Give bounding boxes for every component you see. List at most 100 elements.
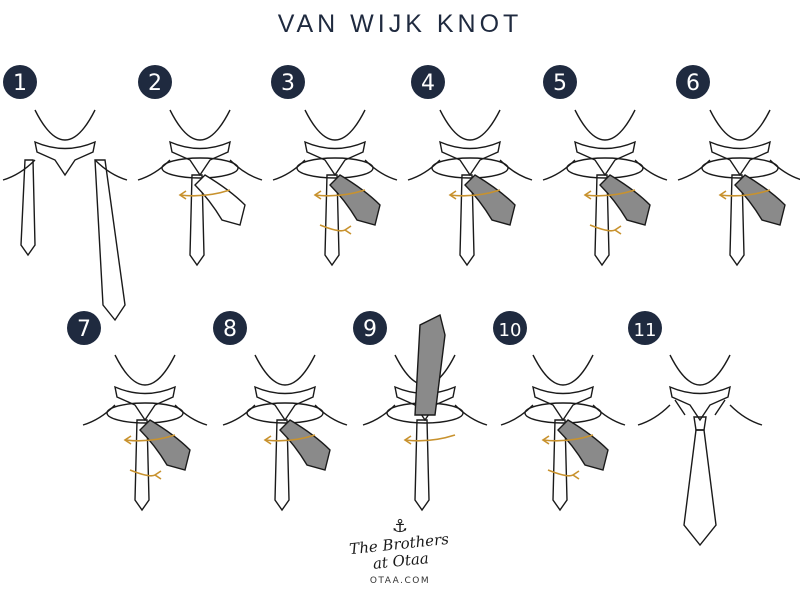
brand-logo: ⚓ The Brothers at Otaa OTAA.COM — [329, 516, 472, 587]
step-number: 8 — [223, 317, 237, 342]
arrow-head-icon — [541, 435, 550, 445]
arrow-head-icon — [448, 190, 457, 200]
brand-name: The Brothers at Otaa — [329, 529, 472, 577]
step-11: 11 — [628, 311, 763, 547]
tie-narrow-end — [274, 419, 290, 512]
tie-wide-end — [414, 313, 446, 416]
tie-loop — [566, 157, 644, 179]
tie-loop — [701, 157, 779, 179]
arrow-head-icon — [583, 190, 592, 200]
direction-arrow — [584, 189, 636, 197]
step-1: 1 — [2, 65, 128, 322]
tie-narrow-end — [594, 174, 610, 267]
neck-outline — [34, 109, 96, 141]
arrow-head-icon — [313, 190, 322, 200]
neck-outline — [254, 354, 316, 386]
shoulders — [677, 159, 800, 181]
direction-arrow — [449, 189, 501, 197]
tie-narrow-end — [134, 419, 150, 512]
direction-arrow — [542, 434, 594, 442]
step-7: 7 — [67, 311, 208, 512]
shirt-collar — [114, 385, 176, 422]
step-number: 4 — [421, 71, 435, 96]
tie-narrow-end — [189, 174, 205, 267]
step-2: 2 — [137, 65, 263, 267]
anchor-icon: ⚓ — [391, 516, 409, 537]
neck-outline — [709, 109, 771, 141]
shirt-collar — [304, 140, 366, 177]
tie-wide-end — [94, 159, 126, 322]
tie-blade — [683, 429, 717, 547]
arrow-head-icon — [153, 470, 162, 480]
tie-loop — [431, 157, 509, 179]
direction-arrow — [124, 434, 176, 442]
step-number: 1 — [13, 71, 27, 96]
step-number: 7 — [77, 317, 91, 342]
step-10: 10 — [493, 311, 626, 512]
step-number: 3 — [281, 71, 295, 96]
neck-outline — [532, 354, 594, 386]
step-number: 9 — [363, 317, 377, 342]
step-9: 9 — [353, 311, 488, 512]
direction-arrow — [589, 224, 616, 232]
step-number: 10 — [499, 320, 522, 341]
tie-loop — [524, 402, 602, 424]
neck-outline — [439, 109, 501, 141]
arrow-head-icon — [571, 470, 580, 480]
shirt-collar — [669, 385, 731, 422]
shoulders — [542, 159, 668, 181]
direction-arrow — [264, 434, 316, 442]
step-number-badge — [676, 65, 710, 99]
brand-url: OTAA.COM — [369, 576, 431, 586]
step-8: 8 — [213, 311, 348, 512]
shoulders — [500, 404, 626, 426]
tie-wide-end — [464, 174, 516, 226]
tie-narrow-end — [552, 419, 568, 512]
shoulders — [272, 159, 398, 181]
direction-arrow — [319, 224, 346, 232]
arrow-head-icon — [178, 190, 187, 200]
arrow-head-icon — [403, 435, 412, 445]
step-number: 11 — [634, 320, 657, 341]
direction-arrow — [179, 189, 231, 197]
tie-wide-end — [194, 174, 246, 226]
shoulders — [82, 404, 208, 426]
tie-narrow-end — [20, 159, 36, 257]
tie-loop — [161, 157, 239, 179]
step-5: 5 — [542, 65, 668, 267]
step-number-badge — [271, 65, 305, 99]
tie-wide-end — [557, 419, 609, 471]
tie-wide-end — [139, 419, 191, 471]
direction-arrow — [719, 189, 771, 197]
step-number-badge — [493, 311, 527, 345]
shirt-collar — [574, 140, 636, 177]
neck-outline — [114, 354, 176, 386]
shirt-collar — [169, 140, 231, 177]
arrow-head-icon — [263, 435, 272, 445]
arrow-head-icon — [123, 435, 132, 445]
step-number: 2 — [148, 71, 162, 96]
tie-loop — [296, 157, 374, 179]
collar-points — [674, 399, 726, 416]
page-title: VAN WIJK KNOT — [277, 10, 523, 38]
neck-outline — [574, 109, 636, 141]
shoulders — [137, 159, 263, 181]
neck-outline — [169, 109, 231, 141]
step-number-badge — [628, 311, 662, 345]
tie-narrow-end — [459, 174, 475, 267]
step-number: 6 — [686, 71, 700, 96]
step-number-badge — [353, 311, 387, 345]
arrow-head-icon — [718, 190, 727, 200]
direction-arrow — [547, 469, 574, 477]
shirt-collar — [532, 385, 594, 422]
tie-narrow-end — [729, 174, 745, 267]
shirt-collar — [439, 140, 501, 177]
neck-outline — [304, 109, 366, 141]
shirt-collar — [254, 385, 316, 422]
tie-wide-end — [329, 174, 381, 226]
arrow-head-icon — [613, 225, 622, 235]
tie-wide-end — [734, 174, 786, 226]
step-number-badge — [213, 311, 247, 345]
shoulders — [637, 404, 763, 426]
